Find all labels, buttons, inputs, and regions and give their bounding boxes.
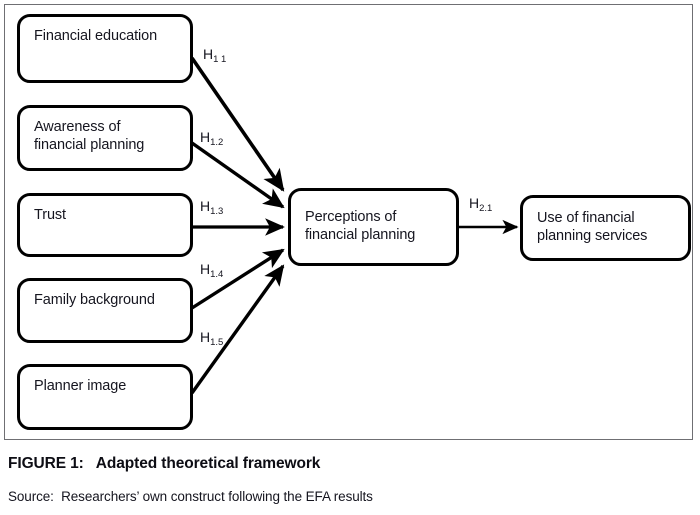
edge-label-sub: 1 1 — [213, 54, 227, 65]
edge-label-sub: 2.1 — [479, 203, 493, 214]
edge-label-sub: 1.3 — [210, 206, 224, 217]
node-label: Awareness of financial planning — [34, 119, 145, 153]
edge-label-main: H — [203, 46, 214, 62]
node-label: Financial education — [34, 28, 158, 44]
edge-label-main: H — [200, 261, 211, 277]
figure-source: Source: Researchers’ own construct follo… — [8, 489, 373, 504]
node-use-of-financial-planning-services[interactable]: Use of financial planning services — [520, 195, 691, 261]
node-family-background[interactable]: Family background — [17, 278, 193, 343]
node-trust[interactable]: Trust — [17, 193, 193, 257]
edge-label-h1-1: H1 1 — [203, 46, 227, 65]
edge-label-main: H — [200, 329, 211, 345]
edge-label-h2-1: H2.1 — [469, 195, 493, 214]
node-awareness-of-financial-planning[interactable]: Awareness of financial planning — [17, 105, 193, 171]
node-financial-education[interactable]: Financial education — [17, 14, 193, 83]
edge-label-main: H — [469, 195, 480, 211]
node-label: Trust — [34, 207, 66, 223]
figure-caption: FIGURE 1: Adapted theoretical framework — [8, 455, 321, 472]
node-perceptions-of-financial-planning[interactable]: Perceptions of financial planning — [288, 188, 459, 266]
edge-label-h1-2: H1.2 — [200, 129, 224, 148]
edge-label-main: H — [200, 198, 211, 214]
node-label: Planner image — [34, 378, 127, 394]
node-planner-image[interactable]: Planner image — [17, 364, 193, 430]
edge-label-h1-4: H1.4 — [200, 261, 224, 280]
node-label: Family background — [34, 292, 155, 308]
edge-label-h1-5: H1.5 — [200, 329, 224, 348]
edge-label-main: H — [200, 129, 211, 145]
edge-label-sub: 1.4 — [210, 269, 224, 280]
node-label: Perceptions of financial planning — [305, 209, 416, 243]
edge-label-sub: 1.2 — [210, 137, 224, 148]
edge-label-h1-3: H1.3 — [200, 198, 224, 217]
edge-label-sub: 1.5 — [210, 337, 224, 348]
node-label: Use of financial planning services — [537, 210, 648, 244]
